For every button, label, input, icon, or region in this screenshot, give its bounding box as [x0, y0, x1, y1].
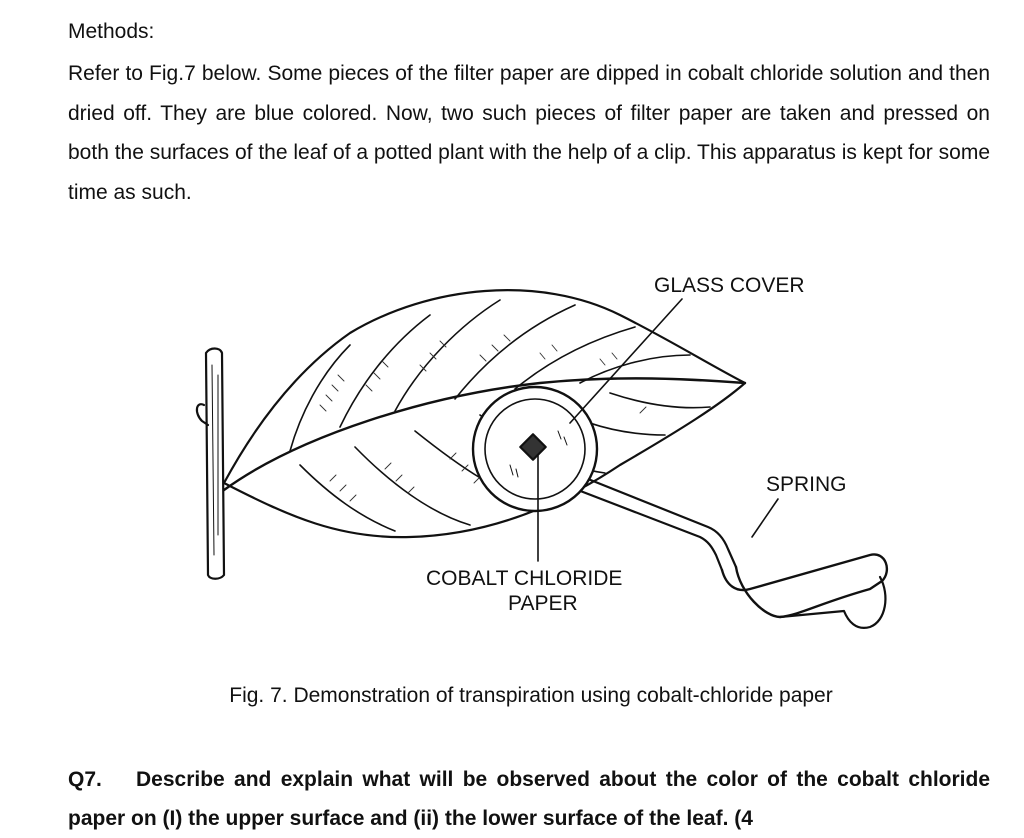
question-text: Describe and explain what will be observ…	[68, 768, 990, 830]
leaf-midrib	[222, 377, 747, 492]
question-q7: Q7.Describe and explain what will be obs…	[68, 760, 990, 838]
leaf-diagram: GLASS COVER SPRING COBALT CHLORIDE PAPER	[195, 274, 889, 629]
stem	[204, 347, 226, 580]
spring-clip	[568, 473, 738, 572]
label-cobalt-line1: COBALT CHLORIDE	[426, 567, 622, 590]
methods-paragraph: Refer to Fig.7 below. Some pieces of the…	[68, 62, 990, 204]
label-spring: SPRING	[766, 473, 847, 496]
question-number: Q7.	[68, 768, 102, 791]
glass-cover-leader	[569, 298, 683, 424]
methods-heading: Methods:	[68, 20, 155, 43]
label-glass-cover: GLASS COVER	[654, 274, 805, 297]
figure-caption: Fig. 7. Demonstration of transpiration u…	[229, 684, 833, 707]
label-cobalt-line2: PAPER	[508, 592, 578, 615]
leaf-apparatus-figure: GLASS COVER SPRING COBALT CHLORIDE PAPER	[180, 255, 900, 655]
spring-leader	[751, 498, 779, 538]
stem-branch	[195, 403, 210, 427]
cobalt-chloride-square	[519, 433, 547, 461]
